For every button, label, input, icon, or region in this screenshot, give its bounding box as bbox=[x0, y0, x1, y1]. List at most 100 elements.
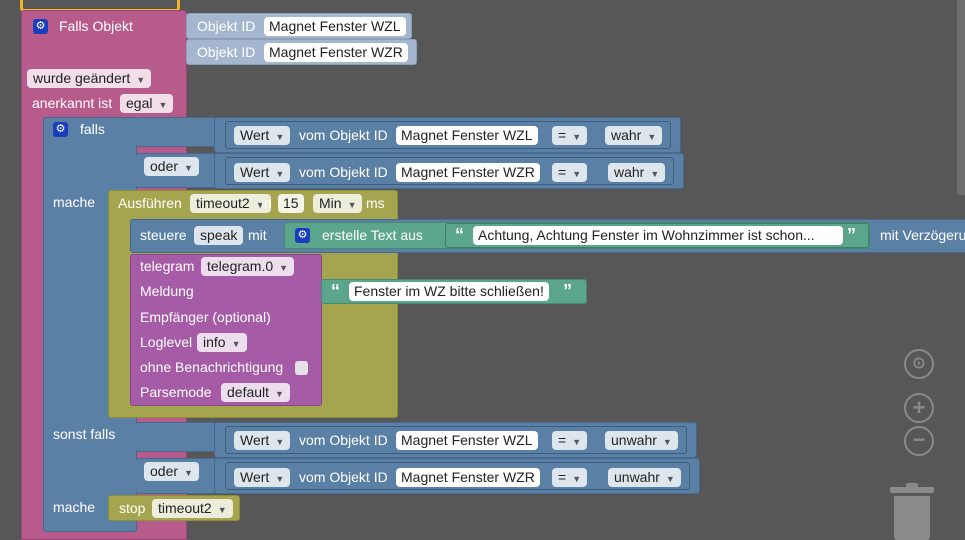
open-quote-icon: “ bbox=[331, 281, 340, 301]
telegram-instance-value: telegram.0 bbox=[207, 258, 274, 274]
value-dropdown[interactable]: Wert▼ bbox=[234, 126, 291, 145]
timeout-ms-label: ms bbox=[366, 195, 385, 211]
object-id-block[interactable]: Objekt ID Magnet Fenster WZR bbox=[186, 39, 417, 65]
object-field[interactable]: Magnet Fenster WZR bbox=[396, 163, 540, 182]
speak-target-dropdown[interactable]: speak bbox=[194, 226, 244, 245]
recenter-icon[interactable]: ⊙ bbox=[904, 349, 934, 379]
chevron-down-icon: ▼ bbox=[275, 474, 285, 484]
boolean-dropdown[interactable]: unwahr ▼ bbox=[608, 468, 681, 487]
if-block-falls-arm bbox=[136, 117, 216, 147]
speak-with-label: mit bbox=[248, 227, 267, 243]
value-dropdown-value: Wert bbox=[240, 469, 270, 485]
create-text-label: erstelle Text aus bbox=[322, 227, 423, 243]
timeout-unit-dropdown[interactable]: Min▼ bbox=[313, 194, 363, 213]
silent-label: ohne Benachrichtigung bbox=[140, 359, 284, 375]
value-dropdown[interactable]: Wert▼ bbox=[234, 163, 291, 182]
speak-target-value: speak bbox=[200, 227, 238, 243]
object-field[interactable]: Magnet Fenster WZL bbox=[396, 126, 538, 145]
chevron-down-icon: ▼ bbox=[275, 389, 284, 399]
operator-dropdown[interactable]: =▼ bbox=[552, 126, 588, 145]
zoom-out-icon[interactable]: − bbox=[904, 426, 934, 456]
condition-block[interactable]: Wert ▼ vom Objekt ID Magnet Fenster WZR =… bbox=[214, 458, 700, 494]
chevron-down-icon: ▼ bbox=[347, 200, 357, 210]
gear-icon[interactable]: ⚙ bbox=[53, 122, 68, 137]
silent-checkbox[interactable] bbox=[295, 361, 308, 375]
gear-icon[interactable]: ⚙ bbox=[33, 19, 48, 34]
value-dropdown-value: Wert bbox=[240, 432, 270, 448]
ack-dropdown[interactable]: egal▼ bbox=[120, 94, 174, 113]
vertical-scrollbar[interactable] bbox=[957, 0, 965, 195]
close-quote-icon: ” bbox=[847, 225, 856, 245]
object-id-field[interactable]: Magnet Fenster WZR bbox=[264, 43, 408, 62]
from-object-label: vom Objekt ID bbox=[299, 127, 388, 143]
timeout-amount-field[interactable]: 15 bbox=[278, 194, 304, 213]
timeout-label: Ausführen bbox=[118, 195, 182, 211]
ack-dropdown-value: egal bbox=[126, 95, 153, 111]
condition-block[interactable]: Wert▼ vom Objekt ID Magnet Fenster WZR =… bbox=[214, 153, 684, 189]
ack-label: anerkannt ist bbox=[32, 95, 113, 111]
chevron-down-icon: ▼ bbox=[572, 169, 582, 179]
telegram-instance-dropdown[interactable]: telegram.0 ▼ bbox=[201, 257, 295, 276]
oder-dropdown[interactable]: oder▼ bbox=[144, 157, 199, 176]
object-id-field[interactable]: Magnet Fenster WZL bbox=[264, 17, 406, 36]
message-field[interactable]: Fenster im WZ bitte schließen! bbox=[349, 282, 549, 301]
chevron-down-icon: ▼ bbox=[279, 263, 289, 273]
boolean-dropdown[interactable]: wahr▼ bbox=[608, 163, 666, 182]
stop-label: stop bbox=[119, 500, 146, 516]
timeout-var-value: timeout2 bbox=[196, 195, 250, 211]
condition-block[interactable]: Wert▼ vom Objekt ID Magnet Fenster WZL =… bbox=[214, 422, 697, 458]
if-block-sonst-arm bbox=[136, 422, 216, 452]
boolean-dropdown[interactable]: unwahr ▼ bbox=[605, 431, 678, 450]
speak-label: steuere bbox=[140, 227, 187, 243]
object-id-label: Objekt ID bbox=[197, 44, 256, 60]
operator-value: = bbox=[558, 164, 567, 180]
gear-icon[interactable]: ⚙ bbox=[295, 228, 310, 243]
object-field[interactable]: Magnet Fenster WZL bbox=[396, 431, 538, 450]
chevron-down-icon: ▼ bbox=[217, 505, 227, 515]
operator-dropdown[interactable]: =▼ bbox=[552, 468, 588, 487]
loglevel-value: info bbox=[203, 334, 226, 350]
parsemode-dropdown[interactable]: default ▼ bbox=[221, 383, 290, 402]
object-id-block[interactable]: Objekt ID Magnet Fenster WZL bbox=[186, 13, 412, 39]
object-field[interactable]: Magnet Fenster WZR bbox=[396, 468, 540, 487]
trash-icon[interactable] bbox=[890, 483, 934, 540]
chevron-down-icon: ▼ bbox=[572, 437, 582, 447]
object-id-label: Objekt ID bbox=[197, 18, 256, 34]
value-dropdown[interactable]: Wert ▼ bbox=[234, 468, 291, 487]
value-dropdown[interactable]: Wert ▼ bbox=[234, 431, 291, 450]
loglevel-label: Loglevel bbox=[140, 334, 193, 350]
stop-var-value: timeout2 bbox=[158, 500, 212, 516]
operator-value: = bbox=[558, 432, 567, 448]
operator-value: = bbox=[558, 127, 567, 143]
boolean-value: unwahr bbox=[614, 469, 660, 485]
boolean-value: wahr bbox=[614, 164, 645, 180]
chevron-down-icon: ▼ bbox=[572, 132, 582, 142]
timeout-var-dropdown[interactable]: timeout2▼ bbox=[190, 194, 271, 213]
telegram-block[interactable] bbox=[130, 254, 322, 406]
chevron-down-icon: ▼ bbox=[647, 132, 657, 142]
close-quote-icon: ” bbox=[563, 281, 572, 301]
stop-var-dropdown[interactable]: timeout2 ▼ bbox=[152, 499, 233, 518]
open-quote-icon: “ bbox=[455, 225, 464, 245]
operator-value: = bbox=[558, 469, 567, 485]
chevron-down-icon: ▼ bbox=[275, 437, 285, 447]
operator-dropdown[interactable]: =▼ bbox=[552, 163, 588, 182]
speak-text-field[interactable]: Achtung, Achtung Fenster im Wohnzimmer i… bbox=[473, 226, 843, 245]
loglevel-dropdown[interactable]: info ▼ bbox=[197, 333, 247, 352]
change-dropdown[interactable]: wurde geändert▼ bbox=[27, 69, 152, 88]
parsemode-value: default bbox=[227, 384, 270, 400]
chevron-down-icon: ▼ bbox=[662, 437, 672, 447]
chevron-down-icon: ▼ bbox=[665, 474, 675, 484]
boolean-value: unwahr bbox=[611, 432, 657, 448]
oder-dropdown[interactable]: oder▼ bbox=[144, 462, 199, 481]
chevron-down-icon: ▼ bbox=[136, 75, 146, 85]
from-object-label: vom Objekt ID bbox=[299, 469, 388, 485]
falls-label: falls bbox=[80, 121, 105, 137]
recipient-label: Empfänger (optional) bbox=[140, 309, 271, 325]
operator-dropdown[interactable]: =▼ bbox=[552, 431, 588, 450]
boolean-dropdown[interactable]: wahr▼ bbox=[605, 126, 663, 145]
condition-block[interactable]: Wert▼ vom Objekt ID Magnet Fenster WZL =… bbox=[214, 117, 681, 153]
chevron-down-icon: ▼ bbox=[231, 339, 241, 349]
mache-label: mache bbox=[53, 499, 96, 515]
zoom-in-icon[interactable]: + bbox=[904, 393, 934, 423]
